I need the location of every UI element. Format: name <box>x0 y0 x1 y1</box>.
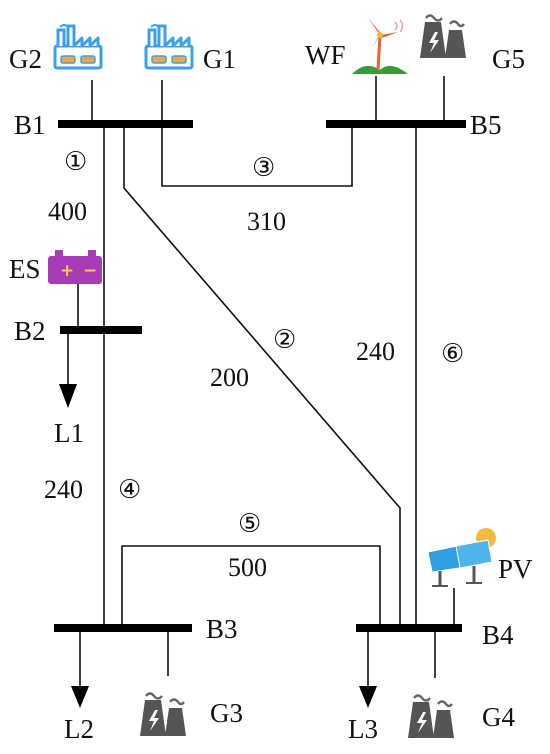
label-b3: B3 <box>206 614 238 644</box>
wind-turbine-icon <box>352 18 408 74</box>
label-l2: L2 <box>64 714 94 744</box>
label-g5: G5 <box>492 44 525 74</box>
power-plant-icon <box>138 692 188 738</box>
label-l3: L3 <box>348 714 378 744</box>
line-id-1: ① <box>64 147 87 177</box>
line-capacity-6: 240 <box>356 337 395 366</box>
label-g4: G4 <box>482 702 515 732</box>
label-b2: B2 <box>14 316 46 346</box>
line-id-2: ② <box>273 325 296 355</box>
label-l1: L1 <box>54 418 84 448</box>
label-g2: G2 <box>9 44 42 74</box>
battery-icon: + − <box>48 250 102 284</box>
line-capacity-5: 500 <box>228 553 267 582</box>
svg-text:−: − <box>83 261 97 281</box>
svg-text:+: + <box>60 261 74 281</box>
solar-panel-icon <box>427 528 496 587</box>
load-arrow <box>59 384 77 408</box>
label-pv: PV <box>498 554 533 584</box>
line-id-3: ③ <box>252 153 275 183</box>
factory-icon <box>144 23 194 70</box>
label-wf: WF <box>305 40 346 70</box>
transmission-lines <box>67 76 455 694</box>
line-capacity-1: 400 <box>48 197 87 226</box>
label-es: ES <box>9 254 41 284</box>
line-id-4: ④ <box>118 475 141 505</box>
label-g3: G3 <box>210 698 243 728</box>
line-capacity-2: 200 <box>210 363 249 392</box>
label-b5: B5 <box>470 110 502 140</box>
factory-icon <box>53 23 103 70</box>
line-capacity-4: 240 <box>44 475 83 504</box>
label-g1: G1 <box>203 44 236 74</box>
line-id-5: ⑤ <box>238 509 261 539</box>
line-capacity-3: 310 <box>247 207 286 236</box>
power-plant-icon <box>418 14 468 60</box>
load-arrow <box>359 686 377 708</box>
label-b1: B1 <box>14 110 46 140</box>
power-plant-icon <box>406 694 456 740</box>
label-b4: B4 <box>482 620 514 650</box>
load-arrow <box>71 686 89 708</box>
line-id-6: ⑥ <box>441 339 464 369</box>
